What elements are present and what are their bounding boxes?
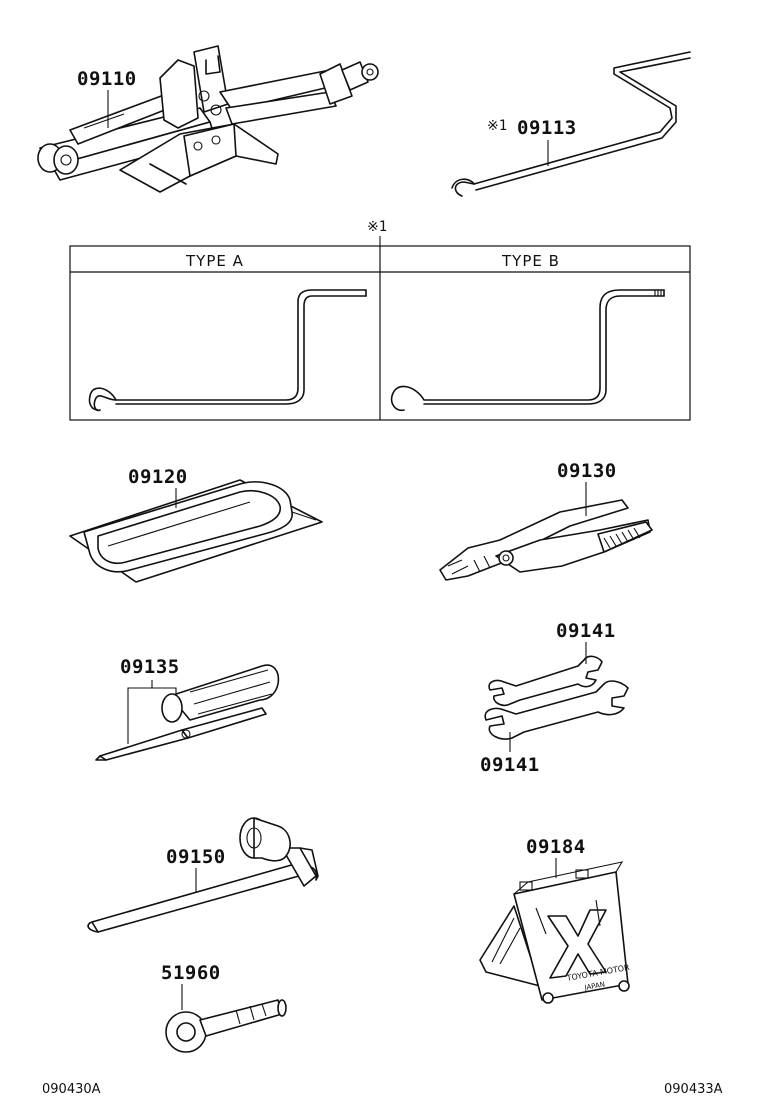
part-label-09110: 09110 xyxy=(77,68,137,90)
part-label-09135: 09135 xyxy=(120,656,180,678)
jack-handle-illustration xyxy=(451,51,691,197)
part-label-09130: 09130 xyxy=(557,460,617,482)
part-label-51960: 51960 xyxy=(161,962,221,984)
leader-09135 xyxy=(127,680,177,744)
note-mark-09113: ※1 xyxy=(487,118,508,134)
footer-code-left: 090430A xyxy=(42,1082,101,1097)
table-header-type-b: TYPE B xyxy=(502,252,560,270)
scissor-jack-illustration xyxy=(37,45,379,193)
part-label-09141-top: 09141 xyxy=(556,620,616,642)
wrench-bottom-illustration xyxy=(484,680,629,740)
towing-eye-illustration xyxy=(165,999,287,1053)
part-label-09141-bottom: 09141 xyxy=(480,754,540,776)
wheel-wrench-illustration xyxy=(87,817,319,933)
part-label-09184: 09184 xyxy=(526,836,586,858)
warning-triangle-illustration xyxy=(479,861,630,1004)
footer-code-right: 090433A xyxy=(664,1082,723,1097)
part-label-09113: 09113 xyxy=(517,117,577,139)
wrench-top-illustration xyxy=(488,655,603,707)
part-label-09150: 09150 xyxy=(166,846,226,868)
table-note-mark: ※1 xyxy=(367,219,388,235)
tool-bag-illustration xyxy=(69,479,323,583)
type-table xyxy=(69,236,691,421)
pliers-illustration xyxy=(439,499,653,581)
table-header-type-a: TYPE A xyxy=(186,252,244,270)
screwdriver-illustration xyxy=(95,664,280,761)
part-label-09120: 09120 xyxy=(128,466,188,488)
